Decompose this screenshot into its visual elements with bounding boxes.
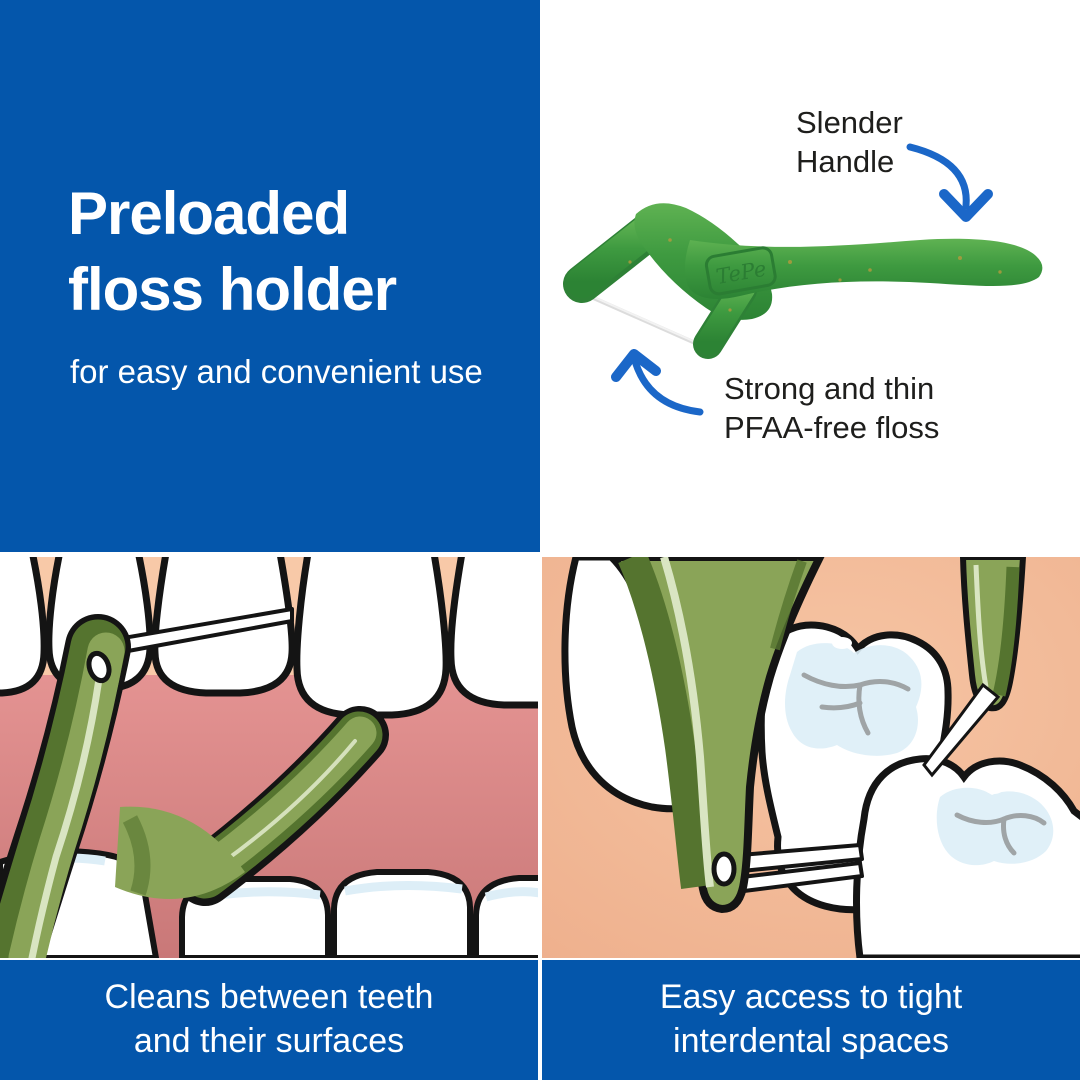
intro-panel: Preloaded floss holder for easy and conv… — [0, 0, 540, 552]
usage-left-panel: Cleans between teeth and their surfaces — [0, 557, 538, 1080]
usage-right-caption: Easy access to tight interdental spaces — [542, 960, 1080, 1080]
page-title: Preloaded floss holder — [68, 176, 483, 327]
flossing-front-teeth-illustration — [0, 557, 538, 958]
callout-floss-line2: PFAA-free floss — [724, 409, 940, 445]
intro-text-block: Preloaded floss holder for easy and conv… — [68, 176, 483, 391]
bottom-right-molar — [853, 755, 1080, 958]
callout-slender-handle: Slender Handle — [796, 104, 903, 182]
slender-handle — [684, 238, 1043, 299]
callout-handle-line2: Handle — [796, 143, 895, 179]
page-subtitle: for easy and convenient use — [70, 353, 483, 391]
front-prong — [606, 557, 825, 914]
callout-pfaa-free-floss: Strong and thin PFAA-free floss — [724, 370, 939, 448]
curved-arrow-up-icon — [611, 349, 704, 416]
bio-speckles — [628, 238, 1002, 312]
floss-strand-tight-space — [922, 682, 1001, 778]
floss-anchor-hole — [711, 851, 737, 887]
usage-right-panel: Easy access to tight interdental spaces — [542, 557, 1080, 1080]
floss-pick-body: TePe — [563, 203, 1043, 359]
molars-scene — [542, 557, 1080, 958]
callout-floss-line1: Strong and thin — [724, 371, 935, 406]
usage-left-caption: Cleans between teeth and their surfaces — [0, 960, 538, 1080]
floss-pick-illustration — [0, 614, 389, 958]
flossing-molars-illustration — [542, 557, 1080, 958]
floss-pick-product-image: TePe — [563, 203, 1043, 359]
product-panel: TePe Slender Handle Strong and thin PFAA… — [540, 0, 1080, 552]
curved-arrow-down-icon — [906, 143, 993, 222]
caption-left-line2: and their surfaces — [133, 1022, 405, 1060]
caption-right-line1: Easy access to tight — [659, 978, 963, 1017]
floss-anchor-hole — [86, 650, 112, 684]
caption-left-line1: Cleans between teeth — [104, 978, 434, 1017]
title-line-1: Preloaded — [68, 180, 350, 247]
caption-right-line2: interdental spaces — [673, 1022, 949, 1060]
title-line-2: floss holder — [68, 255, 397, 323]
front-teeth-scene — [0, 557, 538, 958]
callout-handle-line1: Slender — [796, 105, 903, 140]
